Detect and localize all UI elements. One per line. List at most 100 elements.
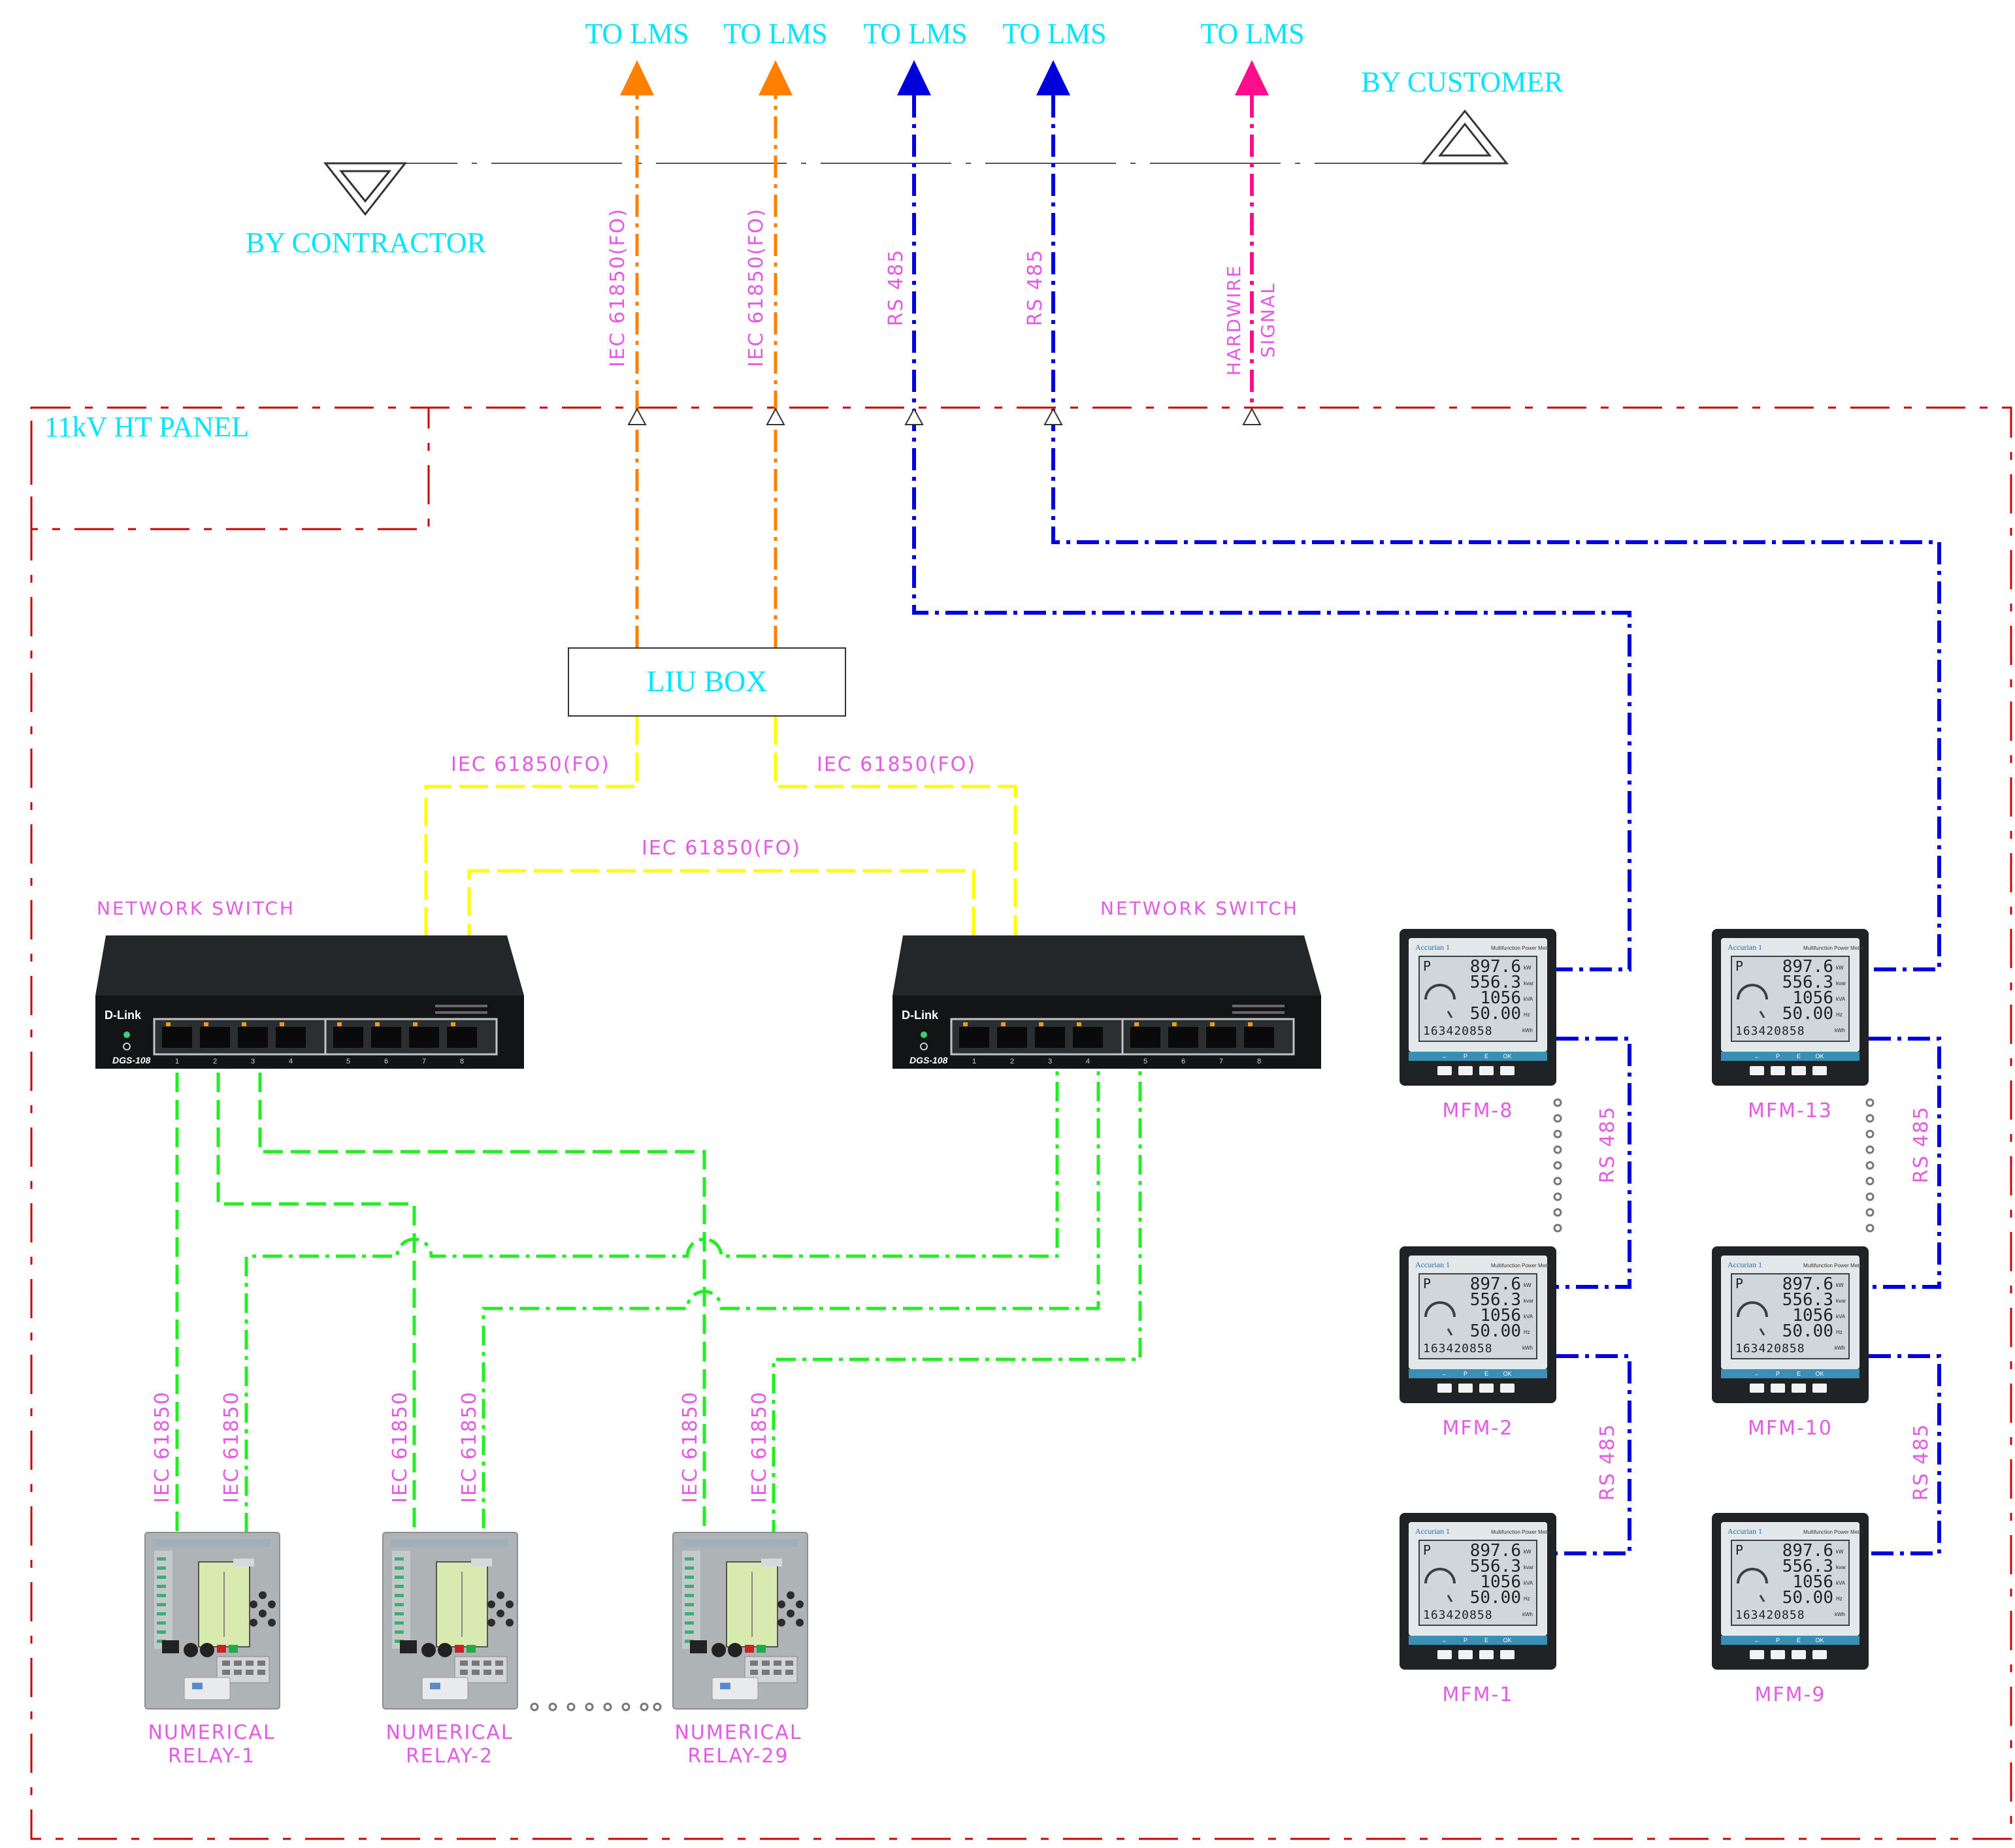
meter-unit-4: Hz: [1524, 1012, 1530, 1018]
meter-subtitle: Multifunction Power Meter: [1803, 1529, 1864, 1535]
meter-unit-1: kW: [1524, 1549, 1532, 1555]
meter-value-3: 1056: [1792, 1306, 1833, 1325]
meter-unit-5: kWh: [1835, 1028, 1845, 1033]
switch-port-num: 6: [1181, 1058, 1185, 1065]
rs485-cable-2: [1051, 95, 1941, 971]
switch-model-right: DGS-108: [909, 1055, 948, 1065]
meter-brand: Accurian 1: [1728, 1527, 1762, 1536]
lms-arrowheads: [620, 60, 1269, 95]
rs485-chain-left-1: [1556, 1037, 1631, 1289]
meter-unit-1: kW: [1836, 1282, 1844, 1288]
relay-link-label: IEC 61850: [679, 1391, 702, 1503]
meter-value-5: 163420858: [1423, 1342, 1493, 1355]
meter-caption: MFM-9: [1755, 1683, 1826, 1706]
meter-button-label: OK: [1503, 1053, 1511, 1060]
meter-button-label: ←: [1754, 1053, 1760, 1060]
meter-button-label: P: [1776, 1370, 1780, 1377]
relay-link-label: IEC 61850: [458, 1391, 481, 1503]
green-link-2: [216, 1045, 416, 1532]
rs485-bus-label: RS 485: [1596, 1106, 1619, 1184]
meter-letter: P: [1423, 958, 1431, 974]
meter-value-2: 556.3: [1470, 973, 1521, 992]
switch-port-num: 2: [1010, 1058, 1014, 1065]
meter-brand: Accurian 1: [1415, 1527, 1450, 1536]
meter-unit-5: kWh: [1522, 1028, 1533, 1033]
meter-unit-4: Hz: [1524, 1596, 1530, 1602]
meter-subtitle: Multifunction Power Meter: [1491, 1263, 1552, 1269]
meter-value-1: 897.6: [1470, 957, 1521, 977]
relay-2-caption-line1: NUMERICAL: [385, 1721, 513, 1744]
meter-button-label: E: [1484, 1637, 1488, 1644]
meter-unit-5: kWh: [1835, 1345, 1845, 1351]
by-customer-label: BY CUSTOMER: [1361, 66, 1564, 98]
meter-continuation-dots-right: [1865, 1098, 1875, 1233]
meter-value-2: 556.3: [1470, 1290, 1521, 1310]
meter-button-label: OK: [1815, 1370, 1824, 1377]
meter-caption: MFM-1: [1443, 1683, 1514, 1706]
ht-panel-border: [30, 406, 2012, 1840]
rs485-label-2: RS 485: [1024, 249, 1047, 327]
meter-subtitle: Multifunction Power Meter: [1491, 945, 1552, 951]
relay-2-caption-line2: RELAY-2: [406, 1745, 493, 1768]
numerical-relay-1: [144, 1532, 280, 1710]
panel-title: 11kV HT PANEL: [44, 411, 249, 443]
meter-button-label: P: [1464, 1053, 1467, 1060]
green-link-5: [482, 1045, 1100, 1532]
switch-caption-right: NETWORK SWITCH: [1100, 898, 1299, 919]
meter-button-label: E: [1797, 1053, 1801, 1060]
meter-value-4: 50.00: [1470, 1588, 1521, 1608]
meter-value-3: 1056: [1480, 1306, 1521, 1325]
liu-box-label: LIU BOX: [646, 664, 767, 698]
meter-button-label: P: [1464, 1370, 1467, 1377]
green-link-6: [772, 1045, 1142, 1532]
meter-button-label: ←: [1754, 1637, 1760, 1644]
relay-continuation-dots: [530, 1702, 662, 1711]
meter-letter: P: [1423, 1276, 1431, 1291]
meter-value-5: 163420858: [1735, 1608, 1805, 1622]
meter-button-label: ←: [1754, 1370, 1760, 1377]
meter-value-3: 1056: [1480, 988, 1521, 1008]
meter-value-2: 556.3: [1470, 1557, 1521, 1576]
meter-value-2: 556.3: [1782, 973, 1833, 992]
meter-value-1: 897.6: [1470, 1274, 1521, 1294]
meter-value-1: 897.6: [1470, 1541, 1521, 1561]
to-lms-label-4: TO LMS: [1002, 18, 1106, 50]
meter-button-label: E: [1797, 1637, 1801, 1644]
meter-unit-1: kW: [1836, 965, 1844, 971]
meter-unit-4: Hz: [1836, 1329, 1843, 1335]
meter-caption: MFM-10: [1748, 1417, 1833, 1440]
meter-caption: MFM-13: [1748, 1099, 1833, 1122]
meter-value-3: 1056: [1792, 1572, 1833, 1592]
meter-value-4: 50.00: [1470, 1004, 1521, 1024]
meter-unit-3: kVA: [1836, 1314, 1846, 1320]
network-switch-left: D-Link DGS-108 1 2 3 4 5 6 7 8: [94, 934, 525, 1070]
meter-unit-3: kVA: [1524, 1314, 1533, 1320]
meter-button-label: ←: [1442, 1370, 1448, 1377]
numerical-relay-2: [382, 1532, 518, 1710]
arrow-head-4: [1036, 60, 1070, 95]
to-lms-label-5: TO LMS: [1200, 18, 1304, 50]
meter-letter: P: [1735, 1542, 1743, 1558]
relay-link-label: IEC 61850: [220, 1391, 243, 1503]
meter-value-3: 1056: [1792, 988, 1833, 1008]
rs485-bus-label: RS 485: [1596, 1423, 1619, 1501]
meter-unit-2: kvar: [1836, 981, 1846, 986]
relay-link-label: IEC 61850: [151, 1391, 174, 1503]
rs485-chain-right-1: [1869, 1037, 1941, 1289]
switch-port-num: 8: [460, 1058, 464, 1065]
relay-29-caption-line1: NUMERICAL: [674, 1721, 802, 1744]
switch-port-num: 6: [384, 1058, 388, 1065]
switch-model-left: DGS-108: [112, 1055, 151, 1065]
meter-button-label: OK: [1503, 1370, 1511, 1377]
meter-brand: Accurian 1: [1415, 943, 1450, 952]
meter-button-label: E: [1484, 1053, 1488, 1060]
cable-routes: [175, 95, 1941, 1555]
rs485-chain-right-2: [1869, 1354, 1941, 1555]
meter-letter: P: [1735, 1276, 1743, 1291]
switch-port-num: 1: [175, 1058, 179, 1065]
relay-1-caption-line1: NUMERICAL: [148, 1721, 275, 1744]
